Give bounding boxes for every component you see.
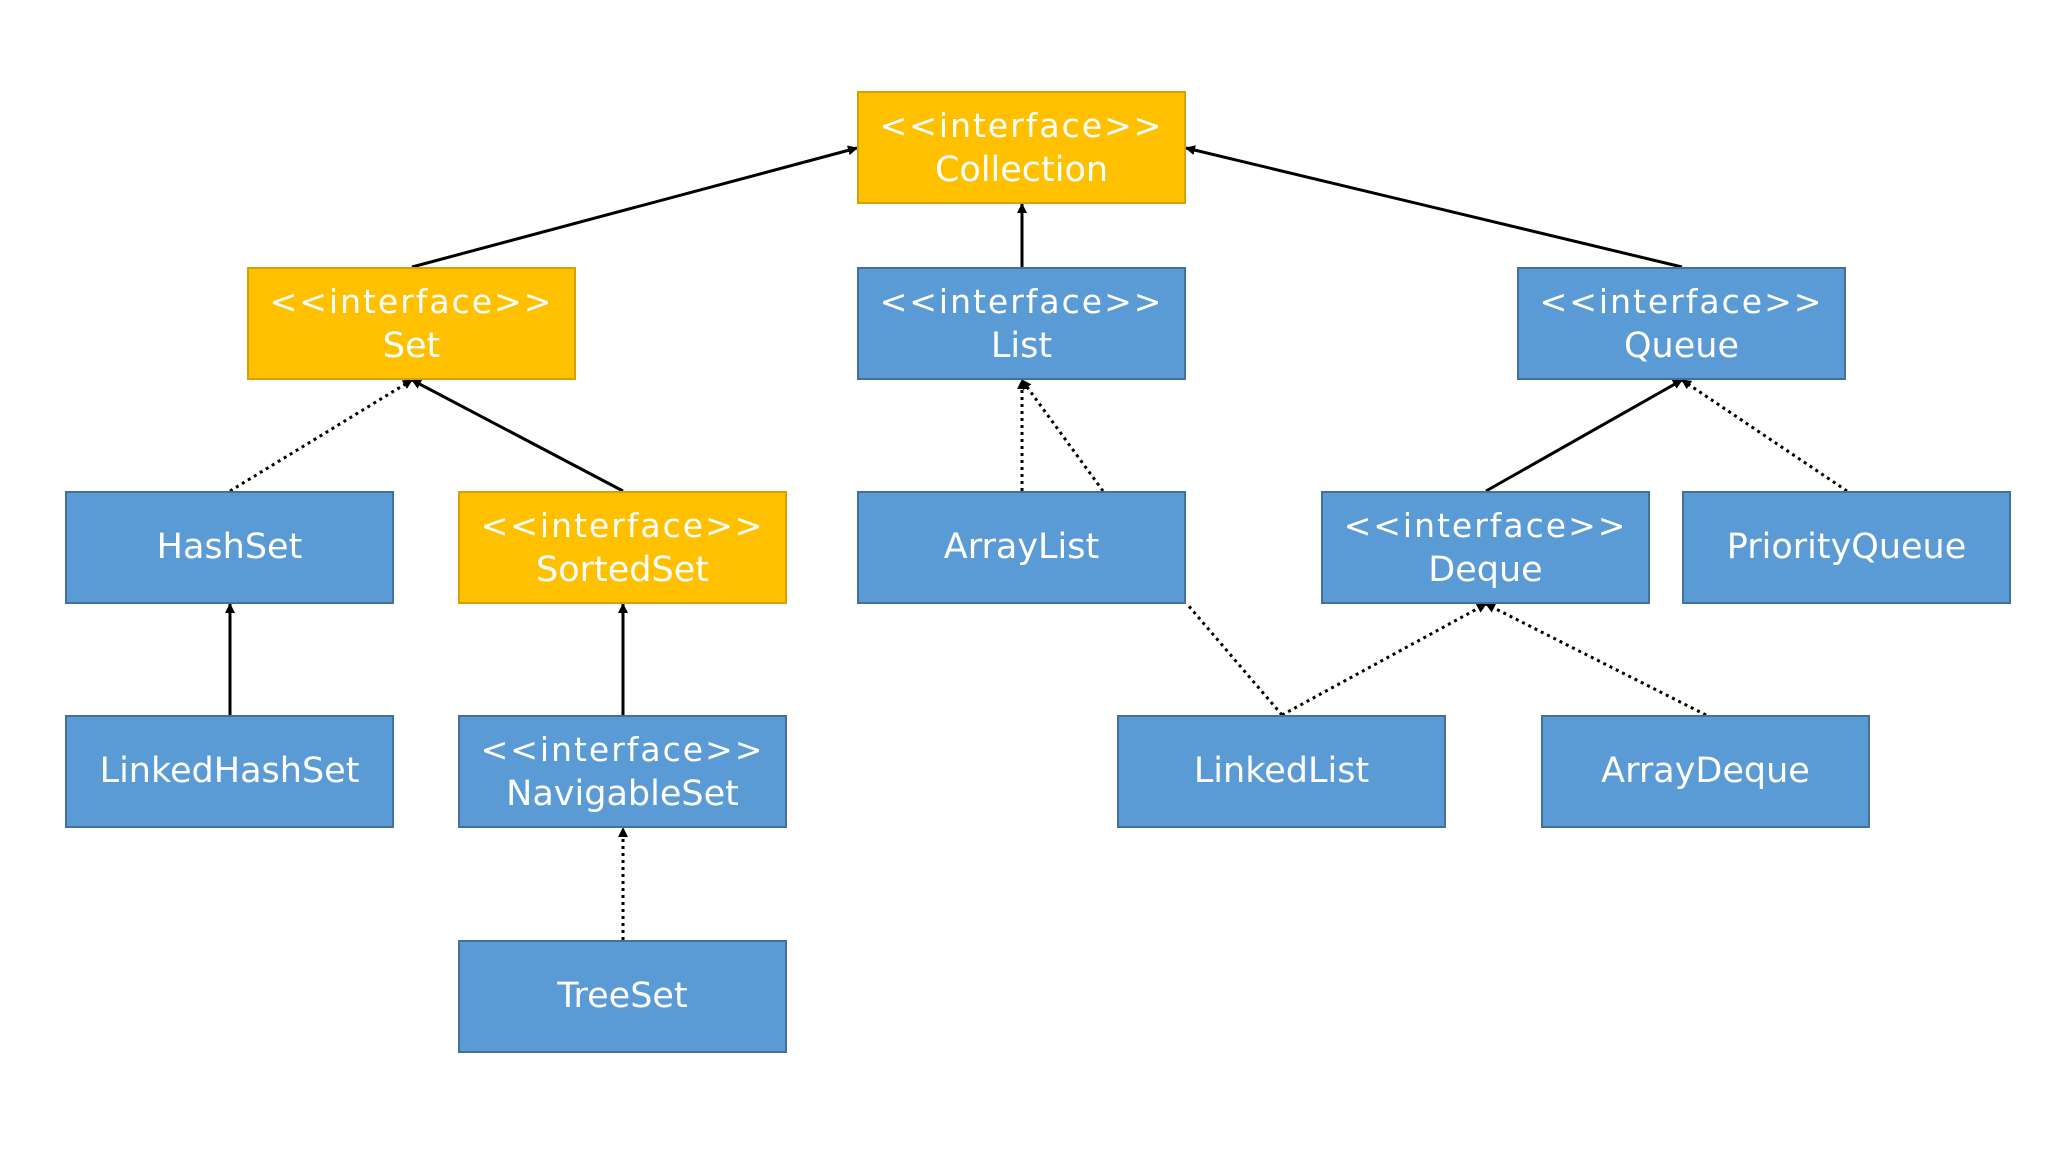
node-name: Collection: [934, 149, 1109, 190]
edge-priorityqueue-to-queue: [1681, 378, 1848, 493]
edge-hashset-to-set: [229, 378, 413, 493]
stereotype-label: <<interface>>: [879, 281, 1164, 321]
set-interface-box: <<interface>> Set: [247, 267, 576, 380]
queue-interface-box: <<interface>> Queue: [1517, 267, 1846, 380]
edge-queue-to-collection: [1185, 145, 1683, 269]
navigableset-interface-box: <<interface>> NavigableSet: [458, 715, 787, 828]
edge-sortedset-to-set: [411, 378, 624, 493]
edge-linkedlist-to-list: [1185, 603, 1284, 716]
node-name: TreeSet: [557, 976, 688, 1016]
sortedset-interface-box: <<interface>> SortedSet: [458, 491, 787, 604]
node-name: Queue: [1624, 325, 1739, 366]
node-name: LinkedHashSet: [99, 751, 360, 791]
node-name: Deque: [1428, 549, 1543, 590]
stereotype-label: <<interface>>: [269, 281, 554, 321]
arraydeque-class-box: ArrayDeque: [1541, 715, 1870, 828]
stereotype-label: <<interface>>: [1539, 281, 1824, 321]
node-name: Set: [382, 325, 441, 366]
edge-linkedlist-to-list-upper: [1020, 379, 1105, 492]
edge-linkedlist-to-deque: [1281, 602, 1487, 717]
node-name: ArrayDeque: [1601, 751, 1810, 791]
stereotype-label: <<interface>>: [879, 105, 1164, 145]
priorityqueue-class-box: PriorityQueue: [1682, 491, 2011, 604]
edge-set-to-collection: [411, 145, 858, 269]
edge-deque-to-queue: [1485, 378, 1683, 493]
node-name: SortedSet: [536, 549, 709, 590]
linkedlist-class-box: LinkedList: [1117, 715, 1446, 828]
deque-interface-box: <<interface>> Deque: [1321, 491, 1650, 604]
node-name: ArrayList: [943, 527, 1100, 567]
stereotype-label: <<interface>>: [480, 729, 765, 769]
node-name: LinkedList: [1193, 751, 1370, 791]
node-name: List: [990, 325, 1053, 366]
stereotype-label: <<interface>>: [1343, 505, 1628, 545]
list-interface-box: <<interface>> List: [857, 267, 1186, 380]
treeset-class-box: TreeSet: [458, 940, 787, 1053]
collection-interface-box: <<interface>> Collection: [857, 91, 1186, 204]
hashset-class-box: HashSet: [65, 491, 394, 604]
node-name: PriorityQueue: [1726, 527, 1967, 567]
linkedhashset-class-box: LinkedHashSet: [65, 715, 394, 828]
stereotype-label: <<interface>>: [480, 505, 765, 545]
node-name: HashSet: [156, 527, 303, 567]
arraylist-class-box: ArrayList: [857, 491, 1186, 604]
node-name: NavigableSet: [506, 773, 739, 814]
edge-arraydeque-to-deque: [1485, 602, 1707, 717]
